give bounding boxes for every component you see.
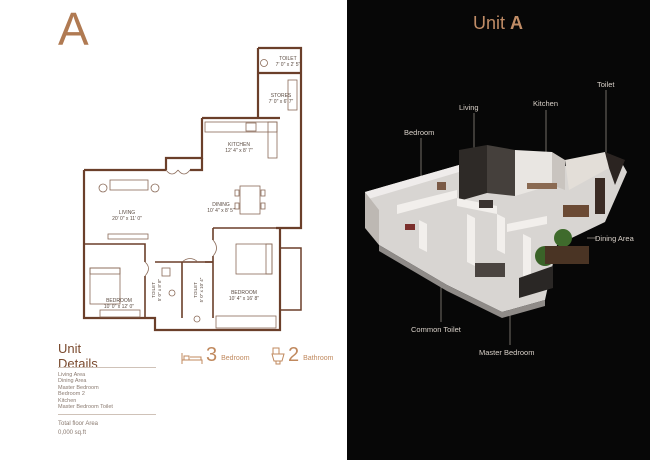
bathroom-label: Bathroom bbox=[303, 355, 334, 362]
unit-details-list: Living Area Dining Area Master Bedroom B… bbox=[58, 372, 113, 410]
room-size-living: 20' 0" x 11' 0" bbox=[112, 216, 142, 222]
room-label-toilet-top: TOILET bbox=[279, 56, 296, 62]
room-label-toilet-right: TOILET bbox=[193, 282, 198, 298]
area-divider bbox=[58, 414, 156, 415]
callout-master-bedroom: Master Bedroom bbox=[479, 348, 535, 357]
total-area-label: Total floor Area bbox=[58, 421, 99, 427]
isometric-render bbox=[365, 90, 627, 345]
room-label-toilet-mid: TOILET bbox=[151, 282, 156, 298]
bathroom-icon bbox=[271, 347, 285, 365]
bedroom-feature: 3 Bedroom bbox=[181, 345, 250, 365]
total-area-value: 0,000 sq.ft bbox=[58, 430, 87, 436]
unit-letter: A bbox=[58, 3, 89, 55]
room-label-stores: STORES bbox=[271, 93, 292, 99]
room-size-toilet-mid: 5' 0" x 8' 8" bbox=[157, 279, 162, 302]
room-size-bedroom-left: 10' 0" x 12' 0" bbox=[104, 304, 134, 310]
bedroom-label: Bedroom bbox=[221, 355, 250, 362]
bathroom-feature: 2 Bathroom bbox=[271, 345, 333, 365]
unit-details-title-line1: Unit bbox=[58, 341, 82, 356]
callout-toilet: Toilet bbox=[597, 80, 615, 89]
floor-plan-drawing: TOILET 7' 0" x 2' 5" STORES 7' 0" x 6' 7… bbox=[82, 46, 303, 332]
callout-common-toilet: Common Toilet bbox=[411, 325, 461, 334]
room-size-toilet-top: 7' 0" x 2' 5" bbox=[276, 62, 301, 68]
details-divider bbox=[58, 367, 156, 368]
room-label-kitchen: KITCHEN bbox=[228, 142, 250, 148]
render-title-prefix: Unit bbox=[473, 13, 506, 33]
room-size-stores: 7' 0" x 6' 7" bbox=[269, 99, 294, 105]
callout-dining-area: Dining Area bbox=[595, 234, 634, 243]
floor-plan-panel bbox=[0, 0, 347, 460]
callout-kitchen: Kitchen bbox=[533, 99, 559, 108]
render-title-letter: A bbox=[510, 13, 524, 33]
list-item: Bedroom 2 bbox=[58, 391, 85, 398]
list-item: Dining Area bbox=[58, 378, 87, 385]
room-size-dining: 10' 4" x 8' 5" bbox=[207, 208, 235, 214]
room-label-dining: DINING bbox=[212, 202, 230, 208]
room-label-bedroom-left: BEDROOM bbox=[106, 298, 132, 304]
room-size-kitchen: 12' 4" x 8' 7" bbox=[225, 148, 253, 154]
bathroom-count: 2 bbox=[288, 344, 300, 366]
bed-icon bbox=[181, 353, 203, 364]
unit-details-title-line2: Details bbox=[58, 356, 98, 371]
list-item: Master Bedroom Toilet bbox=[58, 404, 113, 411]
room-label-living: LIVING bbox=[119, 210, 136, 216]
list-item: Master Bedroom bbox=[58, 384, 99, 391]
room-size-bedroom-right: 10' 4" x 16' 8" bbox=[229, 296, 259, 302]
list-item: Living Area bbox=[58, 372, 86, 378]
room-size-toilet-right: 5' 0" x 10' 4" bbox=[199, 277, 204, 302]
bedroom-count: 3 bbox=[206, 344, 218, 366]
render-title: Unit A bbox=[473, 13, 523, 34]
list-item: Kitchen bbox=[58, 397, 77, 404]
callout-bedroom: Bedroom bbox=[404, 128, 435, 137]
room-label-bedroom-right: BEDROOM bbox=[231, 290, 257, 296]
callout-living: Living bbox=[459, 103, 479, 112]
